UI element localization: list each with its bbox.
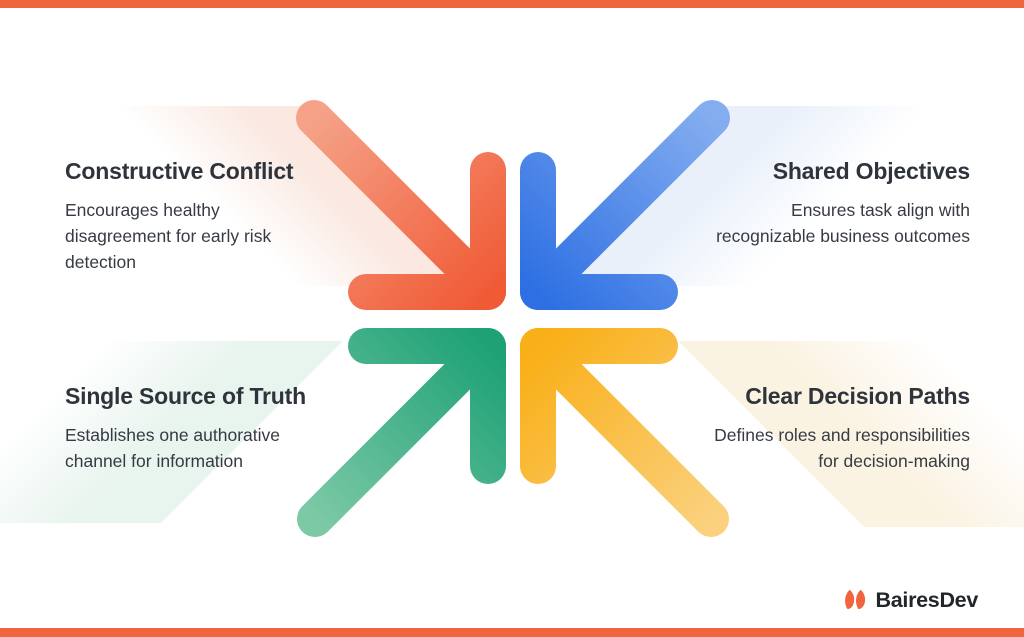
quadrant-title: Constructive Conflict: [65, 158, 294, 184]
top-accent-bar: [0, 0, 1024, 8]
brand-name: BairesDev: [875, 588, 979, 612]
arrow-up-left: [520, 328, 729, 537]
bairesdev-logo-icon: [844, 589, 865, 610]
quadrant-shared-objectives: Shared Objectives Ensures task align wit…: [590, 157, 970, 249]
quadrant-description: Defines roles and responsibilities for d…: [714, 425, 970, 471]
arrow-down-right: [296, 100, 506, 310]
quadrant-clear-decision-paths: Clear Decision Paths Defines roles and r…: [590, 382, 970, 474]
quadrant-description: Ensures task align with recognizable bus…: [716, 200, 970, 246]
quadrant-single-source-of-truth: Single Source of Truth Establishes one a…: [65, 382, 415, 474]
brand-logo: BairesDev: [843, 589, 978, 611]
quadrant-title: Single Source of Truth: [65, 383, 306, 409]
quadrant-constructive-conflict: Constructive Conflict Encourages healthy…: [65, 157, 415, 275]
quadrant-title: Clear Decision Paths: [745, 383, 970, 409]
arrow-down-left: [520, 100, 730, 310]
bottom-accent-bar: [0, 628, 1024, 637]
quadrant-description: Establishes one authorative channel for …: [65, 425, 280, 471]
quadrant-title: Shared Objectives: [772, 158, 971, 184]
quadrant-description: Encourages healthy disagreement for earl…: [65, 200, 272, 272]
arrow-up-right: [297, 328, 506, 537]
